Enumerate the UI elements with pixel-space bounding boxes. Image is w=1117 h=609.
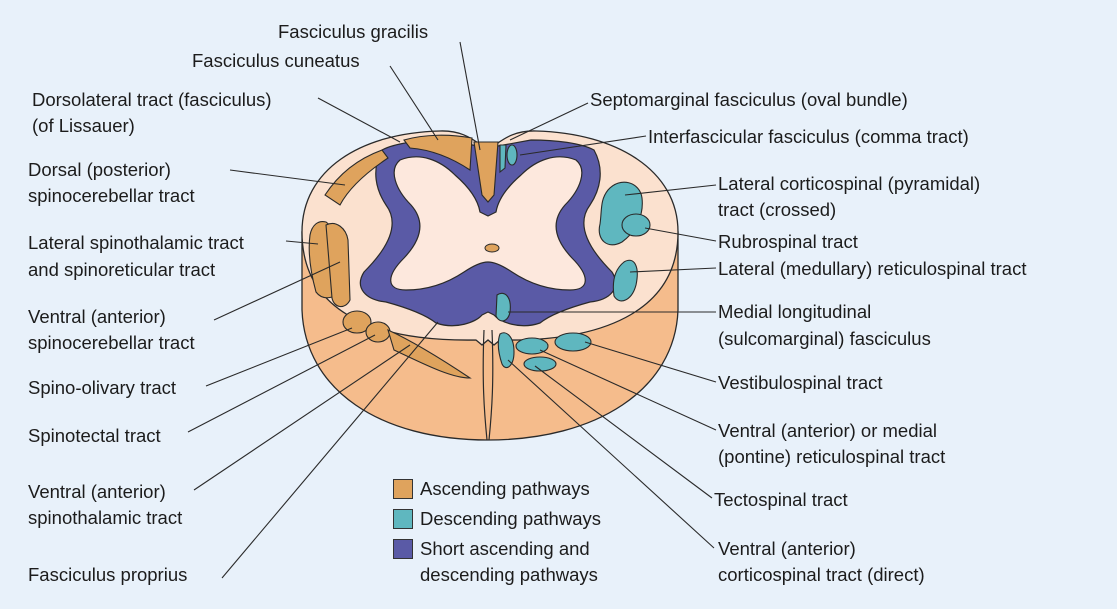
label-ventral-corticospinal: Ventral (anterior) <box>718 538 856 559</box>
tract-spinotectal <box>365 321 391 343</box>
label-dorsolateral-tract-line2: (of Lissauer) <box>32 115 135 136</box>
legend-label-ascending: Ascending pathways <box>420 478 590 499</box>
tract-vestibulospinal <box>554 332 592 352</box>
tract-ventral-corticospinal <box>497 332 515 369</box>
tract-fasciculus-cuneatus <box>403 134 473 171</box>
ventral-median-fissure <box>482 329 494 441</box>
label-vestibulospinal: Vestibulospinal tract <box>718 372 883 393</box>
legend-swatch-short <box>393 539 413 559</box>
label-medial-longitudinal-line2: (sulcomarginal) fasciculus <box>718 328 931 349</box>
legend-swatch-ascending <box>393 479 413 499</box>
tract-medial-longitudinal <box>495 292 511 322</box>
label-lateral-corticospinal-line2: tract (crossed) <box>718 199 837 220</box>
label-medial-reticulospinal: Ventral (anterior) or medial <box>718 420 938 441</box>
label-lateral-spinothalamic-line2: and spinoreticular tract <box>28 259 216 280</box>
tract-ventral-spinocerebellar <box>325 222 351 308</box>
tract-lateral-reticulospinal <box>612 259 638 302</box>
central-canal <box>484 243 500 253</box>
label-lateral-reticulospinal: Lateral (medullary) reticulospinal tract <box>718 258 1027 279</box>
tract-ventral-spinothalamic <box>387 328 472 379</box>
tract-rubrospinal <box>621 213 651 237</box>
tract-spino-olivary <box>342 310 372 334</box>
label-ventral-spinocerebellar: Ventral (anterior) <box>28 306 166 327</box>
legend-label-short-line2: descending pathways <box>420 564 598 585</box>
label-fasciculus-proprius: Fasciculus proprius <box>28 564 188 585</box>
label-spinotectal: Spinotectal tract <box>28 425 161 446</box>
label-tectospinal: Tectospinal tract <box>714 489 848 510</box>
label-lateral-spinothalamic: Lateral spinothalamic tract <box>28 232 244 253</box>
label-dorsal-spinocerebellar-line2: spinocerebellar tract <box>28 185 195 206</box>
label-medial-longitudinal: Medial longitudinal <box>718 301 872 322</box>
label-ventral-corticospinal-line2: corticospinal tract (direct) <box>718 564 925 585</box>
label-medial-reticulospinal-line2: (pontine) reticulospinal tract <box>718 446 946 467</box>
legend-label-short: Short ascending and <box>420 538 590 559</box>
label-lateral-corticospinal: Lateral corticospinal (pyramidal) <box>718 173 981 194</box>
legend-label-descending: Descending pathways <box>420 508 601 529</box>
label-ventral-spinothalamic-line2: spinothalamic tract <box>28 507 183 528</box>
label-spino-olivary: Spino-olivary tract <box>28 377 177 398</box>
tract-fasciculus-gracilis <box>473 141 499 203</box>
label-dorsal-spinocerebellar: Dorsal (posterior) <box>28 159 171 180</box>
tract-tectospinal <box>523 356 557 372</box>
tract-septomarginal <box>506 144 518 166</box>
label-ventral-spinothalamic: Ventral (anterior) <box>28 481 166 502</box>
label-septomarginal: Septomarginal fasciculus (oval bundle) <box>590 89 908 110</box>
label-fasciculus-cuneatus: Fasciculus cuneatus <box>192 50 360 71</box>
label-fasciculus-gracilis: Fasciculus gracilis <box>278 21 429 42</box>
label-ventral-spinocerebellar-line2: spinocerebellar tract <box>28 332 195 353</box>
label-dorsolateral-tract: Dorsolateral tract (fasciculus) <box>32 89 272 110</box>
tract-dorsal-spinocerebellar <box>324 149 389 206</box>
tract-interfascicular <box>499 144 507 174</box>
label-rubrospinal: Rubrospinal tract <box>718 231 858 252</box>
gray-matter <box>390 156 586 291</box>
legend-swatch-descending <box>393 509 413 529</box>
label-interfascicular: Interfascicular fasciculus (comma tract) <box>648 126 969 147</box>
leader-lines <box>187 41 717 579</box>
